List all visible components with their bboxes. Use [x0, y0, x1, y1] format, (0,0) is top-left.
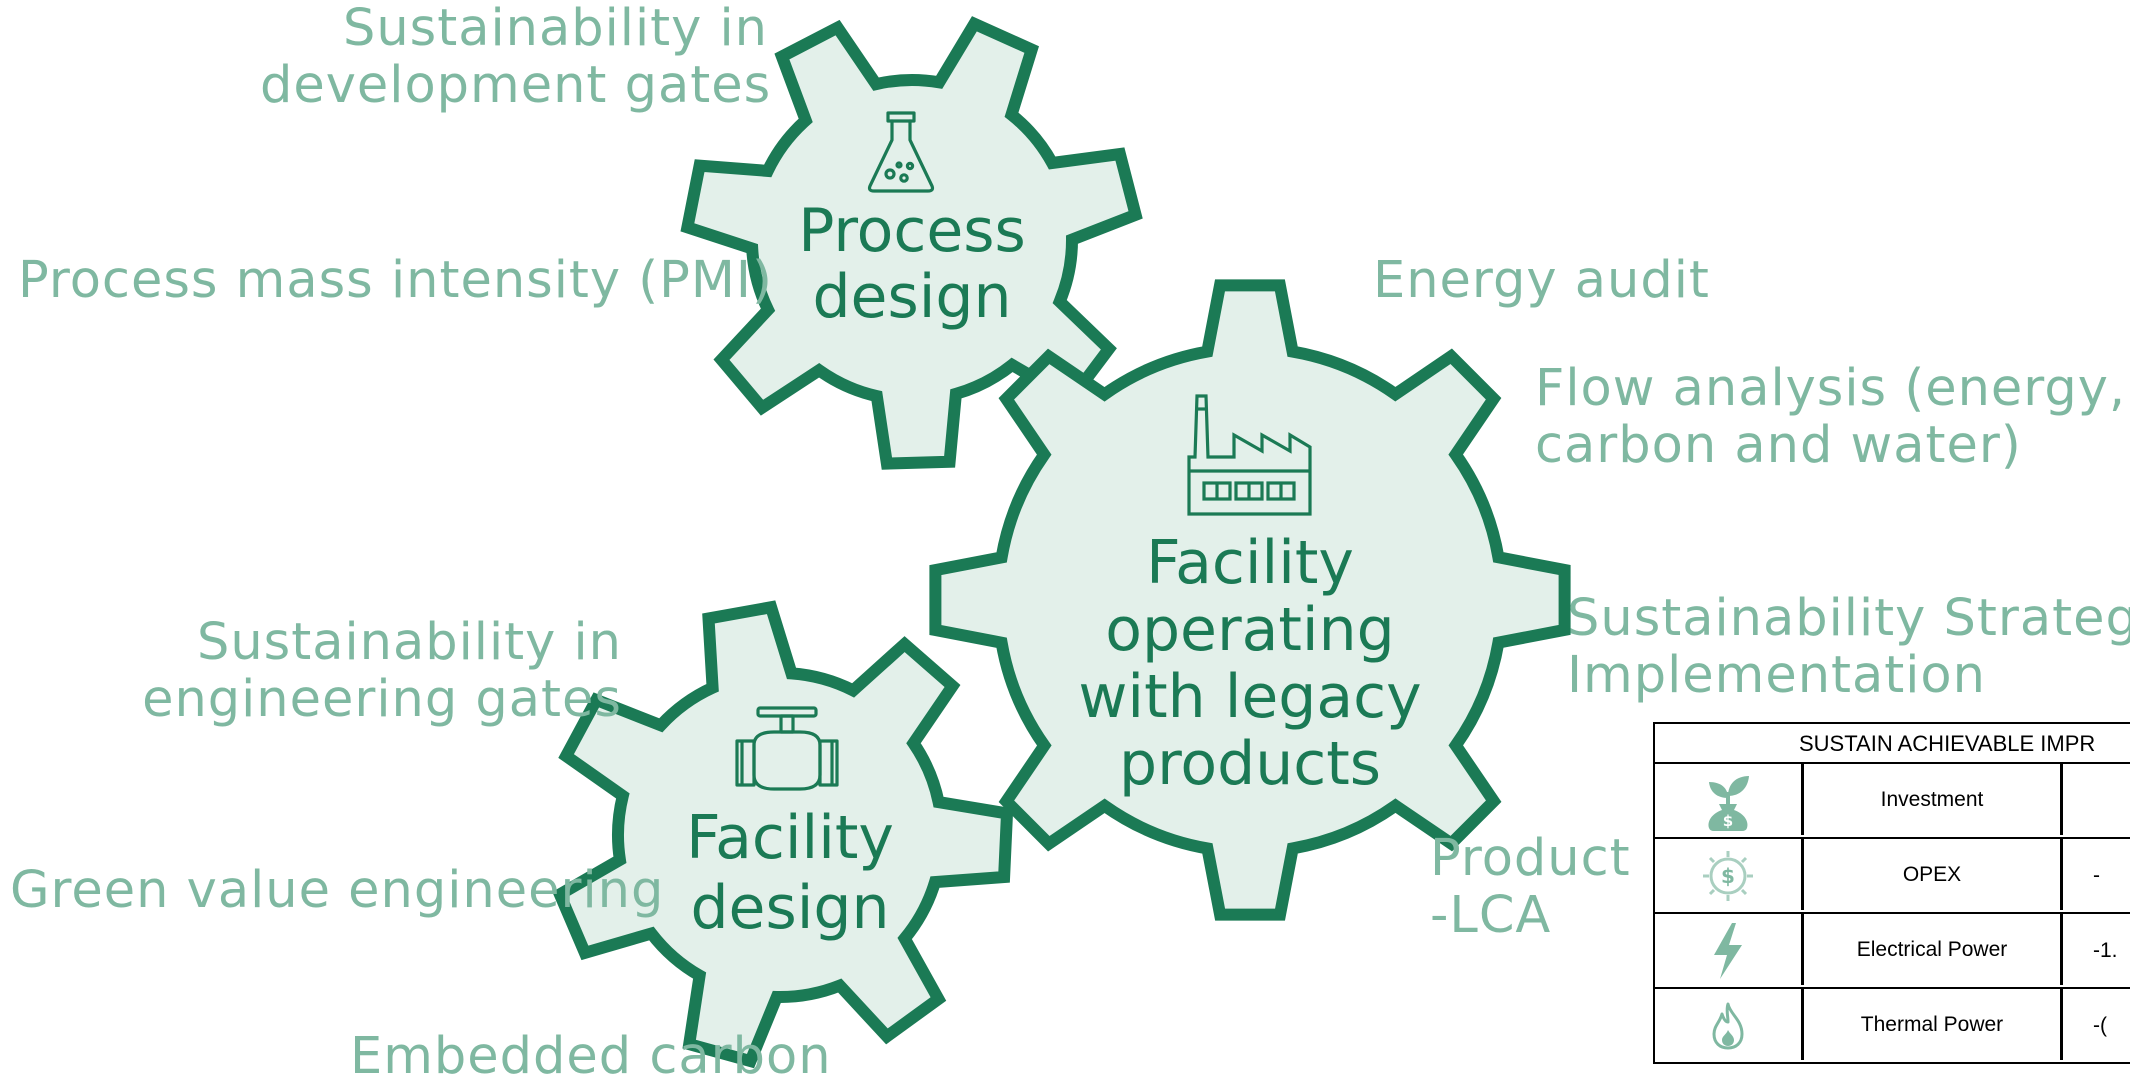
table-row-name: Electrical Power — [1801, 914, 2063, 985]
table-row-value: -( — [2093, 1013, 2107, 1037]
facility-operating-title-line1: Facility — [1146, 528, 1354, 598]
label-sustainability-strategy: Sustainability Strategy Implementation — [1567, 590, 2130, 704]
sustain-improvement-table: SUSTAIN ACHIEVABLE IMPR $ Investment — [1653, 722, 2130, 1064]
process-design-title-line1: Process — [798, 196, 1026, 266]
table-row-value: - — [2093, 863, 2100, 887]
flask-icon — [867, 111, 935, 193]
label-sustainability-engineering-gates-line1: Sustainability in — [196, 613, 622, 672]
label-sustainability-development-gates-line2: development gates — [260, 56, 772, 115]
flame-icon — [1655, 989, 1801, 1062]
lightning-icon — [1655, 914, 1801, 987]
table-row: $ OPEX - — [1655, 839, 2130, 914]
label-green-value-engineering: Green value engineering — [10, 861, 665, 920]
facility-design-title-line1: Facility — [686, 803, 894, 873]
label-flow-analysis-line1: Flow analysis (energy, — [1535, 359, 2127, 418]
table-row: $ Investment — [1655, 764, 2130, 839]
label-sustainability-strategy-line1: Sustainability Strategy — [1567, 589, 2130, 648]
table-row: Thermal Power -( — [1655, 989, 2130, 1062]
table-row-name: OPEX — [1801, 839, 2063, 910]
table-row-name: Investment — [1801, 764, 2063, 835]
label-sustainability-engineering-gates-line2: engineering gates — [142, 670, 622, 729]
label-process-mass-intensity: Process mass intensity (PMI) — [18, 251, 773, 310]
factory-icon — [1187, 394, 1312, 516]
svg-text:$: $ — [1721, 864, 1735, 888]
facility-operating-title-line4: products — [1118, 729, 1382, 799]
table-row: Electrical Power -1. — [1655, 914, 2130, 989]
svg-text:$: $ — [1723, 812, 1733, 830]
money-bag-plant-icon: $ — [1655, 764, 1801, 837]
label-product-lca: Product -LCA — [1430, 830, 1631, 944]
label-embedded-carbon: Embedded carbon — [350, 1027, 832, 1086]
table-header: SUSTAIN ACHIEVABLE IMPR — [1655, 724, 2130, 764]
facility-design-gear — [552, 600, 1014, 1069]
label-flow-analysis: Flow analysis (energy, carbon and water) — [1535, 360, 2126, 474]
label-flow-analysis-line2: carbon and water) — [1535, 416, 2022, 475]
label-product-lca-line2: -LCA — [1430, 886, 1552, 945]
dollar-gear-icon: $ — [1655, 839, 1801, 912]
pipe-valve-icon — [735, 706, 839, 791]
label-sustainability-development-gates-line1: Sustainability in — [342, 0, 768, 58]
label-sustainability-strategy-line2: Implementation — [1567, 646, 1986, 705]
facility-operating-title-line2: operating — [1105, 595, 1395, 665]
facility-operating-title-line3: with legacy — [1078, 662, 1422, 732]
table-row-value: -1. — [2093, 938, 2118, 962]
table-row-value — [2063, 764, 2093, 837]
facility-design-title: Facility design — [640, 803, 940, 943]
label-sustainability-development-gates: Sustainability in development gates — [260, 0, 772, 115]
label-product-lca-line1: Product — [1430, 829, 1631, 888]
facility-design-title-line2: design — [690, 873, 890, 943]
table-row-name: Thermal Power — [1801, 989, 2063, 1060]
label-energy-audit: Energy audit — [1373, 251, 1710, 310]
process-design-title: Process design — [762, 198, 1062, 330]
process-design-gear — [680, 16, 1143, 470]
process-design-title-line2: design — [812, 262, 1012, 332]
label-sustainability-engineering-gates: Sustainability in engineering gates — [120, 614, 622, 728]
facility-operating-title: Facility operating with legacy products — [1050, 530, 1450, 798]
facility-operating-gear — [929, 279, 1571, 921]
